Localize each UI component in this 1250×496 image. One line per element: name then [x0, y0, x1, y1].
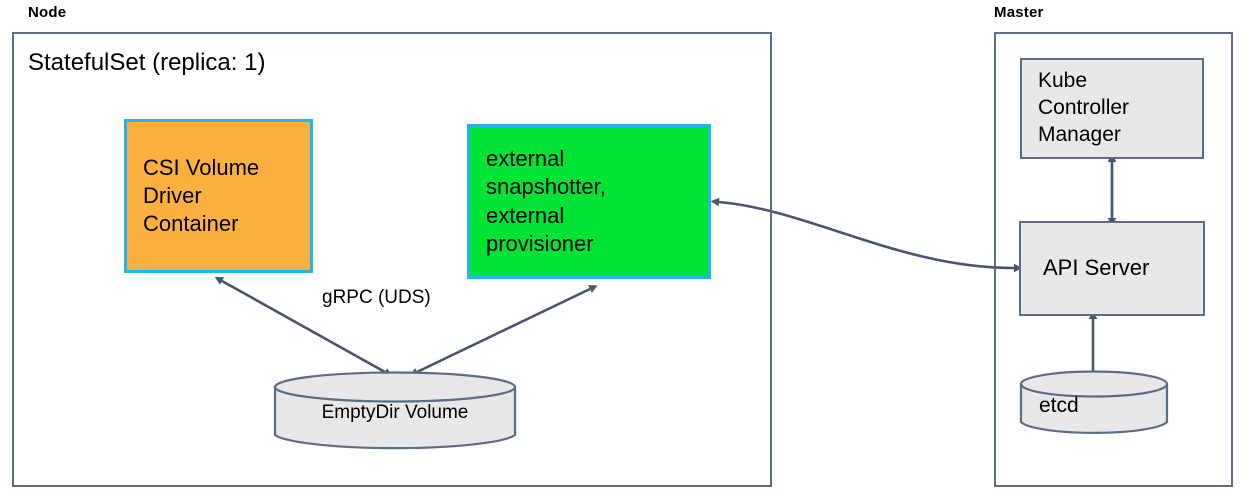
cylinder-top [1019, 370, 1169, 398]
kcm-line-3: Manager [1038, 122, 1121, 146]
statefulset-title: StatefulSet (replica: 1) [28, 49, 266, 76]
api-server-box[interactable]: API Server [1019, 221, 1205, 316]
sidecars-line-3: external [486, 202, 565, 228]
sidecars-line-2: snapshotter, [486, 174, 606, 200]
node-group-label: Node [28, 4, 67, 21]
kube-controller-manager-label: Kube Controller Manager [1038, 68, 1129, 149]
etcd-cylinder[interactable]: etcd [1019, 370, 1169, 436]
cylinder-body [1019, 382, 1169, 434]
csi-driver-line-3: Container [143, 211, 239, 237]
csi-driver-line-2: Driver [143, 182, 202, 208]
cylinder-body [273, 385, 517, 450]
grpc-uds-edge-label: gRPC (UDS) [322, 287, 431, 308]
cylinder-top [273, 371, 517, 403]
csi-volume-driver-container-box[interactable]: CSI Volume Driver Container [124, 119, 313, 273]
api-server-line-1: API Server [1043, 255, 1150, 281]
sidecars-line-4: provisioner [486, 230, 594, 256]
emptydir-volume-cylinder[interactable]: EmptyDir Volume [273, 371, 517, 451]
sidecars-line-1: external [486, 146, 565, 172]
master-group-box [994, 32, 1233, 487]
kcm-line-2: Controller [1038, 96, 1130, 120]
external-sidecars-box[interactable]: external snapshotter, external provision… [467, 124, 711, 279]
master-group-label: Master [994, 4, 1044, 21]
csi-driver-line-1: CSI Volume [143, 154, 260, 180]
csi-volume-driver-container-label: CSI Volume Driver Container [143, 154, 259, 238]
kcm-line-1: Kube [1038, 69, 1088, 93]
api-server-label: API Server [1043, 254, 1149, 282]
kube-controller-manager-box[interactable]: Kube Controller Manager [1020, 58, 1204, 159]
node-group-box [12, 32, 772, 487]
external-sidecars-label: external snapshotter, external provision… [486, 145, 606, 258]
